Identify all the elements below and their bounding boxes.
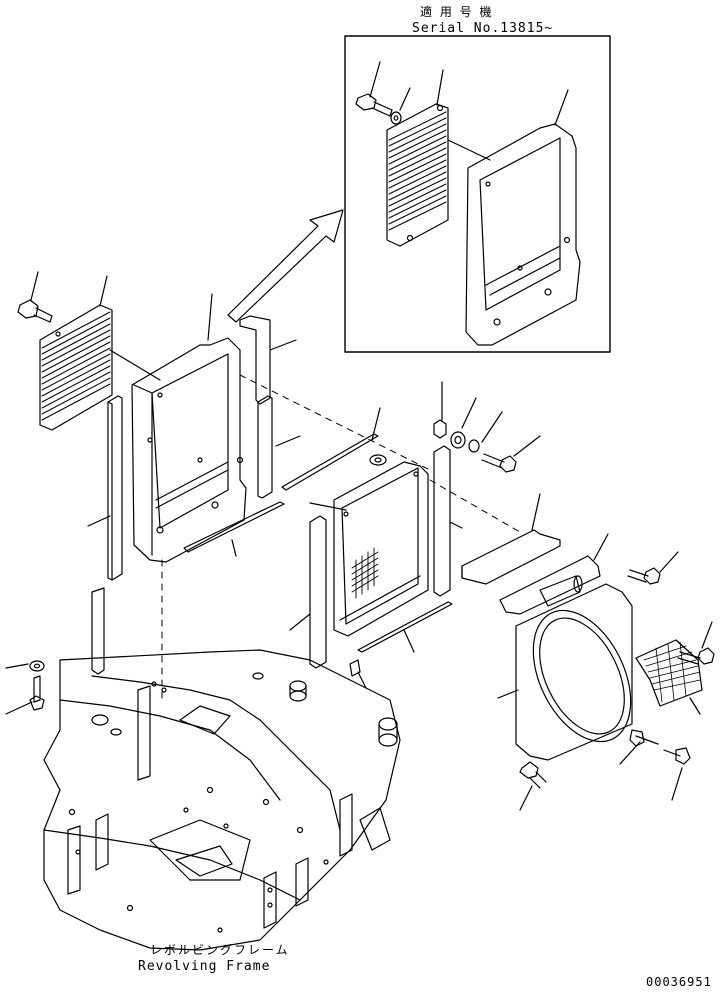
inset-washer-icon [391, 112, 401, 124]
radiator [334, 462, 428, 636]
revolving-frame [44, 588, 400, 950]
bolt-shroud-right-icon [678, 622, 714, 664]
assembly-guide-lines [162, 375, 520, 700]
shroud-upper [462, 530, 560, 584]
spacer-icon [434, 420, 446, 438]
oil-cooler [40, 305, 160, 430]
bolt-icon [18, 300, 52, 322]
serial-number-label: Serial No.13815~ [412, 21, 554, 36]
hose-pipe [540, 576, 582, 606]
bolt-radiator-icon [482, 454, 516, 472]
drawing-number: 00036951 [646, 975, 712, 989]
inset-bracket [466, 124, 580, 345]
inset-bolt-icon [356, 94, 392, 116]
seal-strip-radiator-left [290, 516, 326, 668]
l-plate [240, 316, 296, 404]
seal-strip-center [258, 396, 300, 498]
washer-icon [451, 432, 479, 452]
radiator-cap-icon [370, 455, 386, 465]
fan-shroud [498, 584, 650, 760]
frame-label-jp: レボルビングフレーム [150, 943, 290, 957]
seal-strip-radiator-bottom [358, 602, 452, 652]
radiator-core-grid [352, 548, 378, 598]
applicability-label-jp: 適 用 号 機 [420, 5, 494, 19]
reference-arrow-icon [228, 210, 343, 322]
long-seal-bottom [184, 502, 284, 556]
bolt-shroud-upper-icon [628, 552, 678, 584]
seal-strip-left [88, 396, 122, 580]
bolt-shroud-bottom-icon [620, 730, 690, 800]
frame-bolt-washer-icon [6, 661, 44, 714]
rubber-strip [282, 434, 378, 490]
inset-oil-cooler [387, 104, 448, 246]
drain-plug-icon [350, 660, 366, 688]
seal-strip-right [434, 446, 462, 596]
radiator-bracket [132, 338, 246, 562]
frame-label-en: Revolving Frame [138, 959, 271, 974]
bolt-shroud-left-icon [520, 762, 546, 810]
inset-box [345, 36, 610, 352]
fan-guard-mesh [636, 640, 702, 714]
shroud-plate [500, 556, 600, 614]
